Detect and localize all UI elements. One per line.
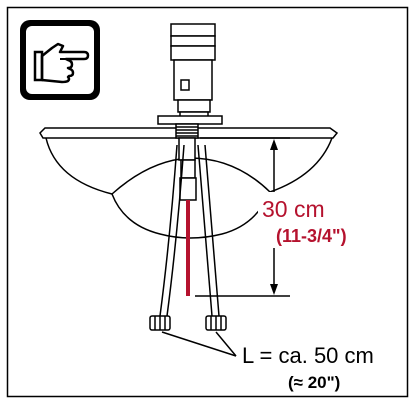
hose-length-imperial-label: (≈ 20") [288, 373, 340, 392]
hose-length-leaders [161, 331, 237, 357]
height-metric-label: 30 cm [262, 196, 325, 222]
pointing-hand-icon [20, 20, 100, 100]
wash-basin [39, 127, 339, 239]
height-marker [186, 200, 190, 296]
height-label-backdrop [258, 192, 364, 248]
faucet [157, 23, 223, 201]
diagram-frame [6, 6, 409, 398]
supply-hoses [149, 144, 227, 331]
height-imperial-label: (11-3/4") [276, 226, 347, 246]
hose-length-metric-label: L = ca. 50 cm [242, 343, 374, 368]
